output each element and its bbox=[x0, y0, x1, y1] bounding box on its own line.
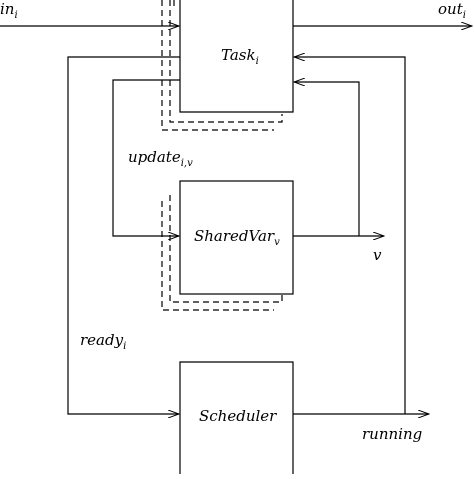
v-label: v bbox=[373, 246, 382, 264]
in-label: ini bbox=[0, 0, 18, 21]
ready-arrow bbox=[67, 56, 180, 414]
task-stack-shadow-1 bbox=[169, 0, 283, 123]
scheduler-label: Scheduler bbox=[199, 407, 277, 425]
sharedvar-label: SharedVarv bbox=[194, 227, 280, 248]
task-stack-shadow-2 bbox=[161, 0, 274, 131]
update-arrow bbox=[112, 79, 180, 236]
sharedvar-stack-shadow-2 bbox=[161, 201, 274, 311]
v-feedback-arrow bbox=[294, 82, 360, 236]
running-label: running bbox=[362, 425, 422, 443]
ready-label: readyi bbox=[80, 331, 126, 352]
update-label: updatei,v bbox=[128, 148, 193, 169]
sharedvar-block bbox=[179, 180, 294, 295]
task-label: Taski bbox=[221, 46, 259, 67]
out-label: outi bbox=[438, 0, 466, 21]
scheduler-block bbox=[179, 361, 294, 474]
sharedvar-stack-shadow-1 bbox=[169, 195, 283, 303]
running-feedback-arrow bbox=[294, 57, 406, 414]
